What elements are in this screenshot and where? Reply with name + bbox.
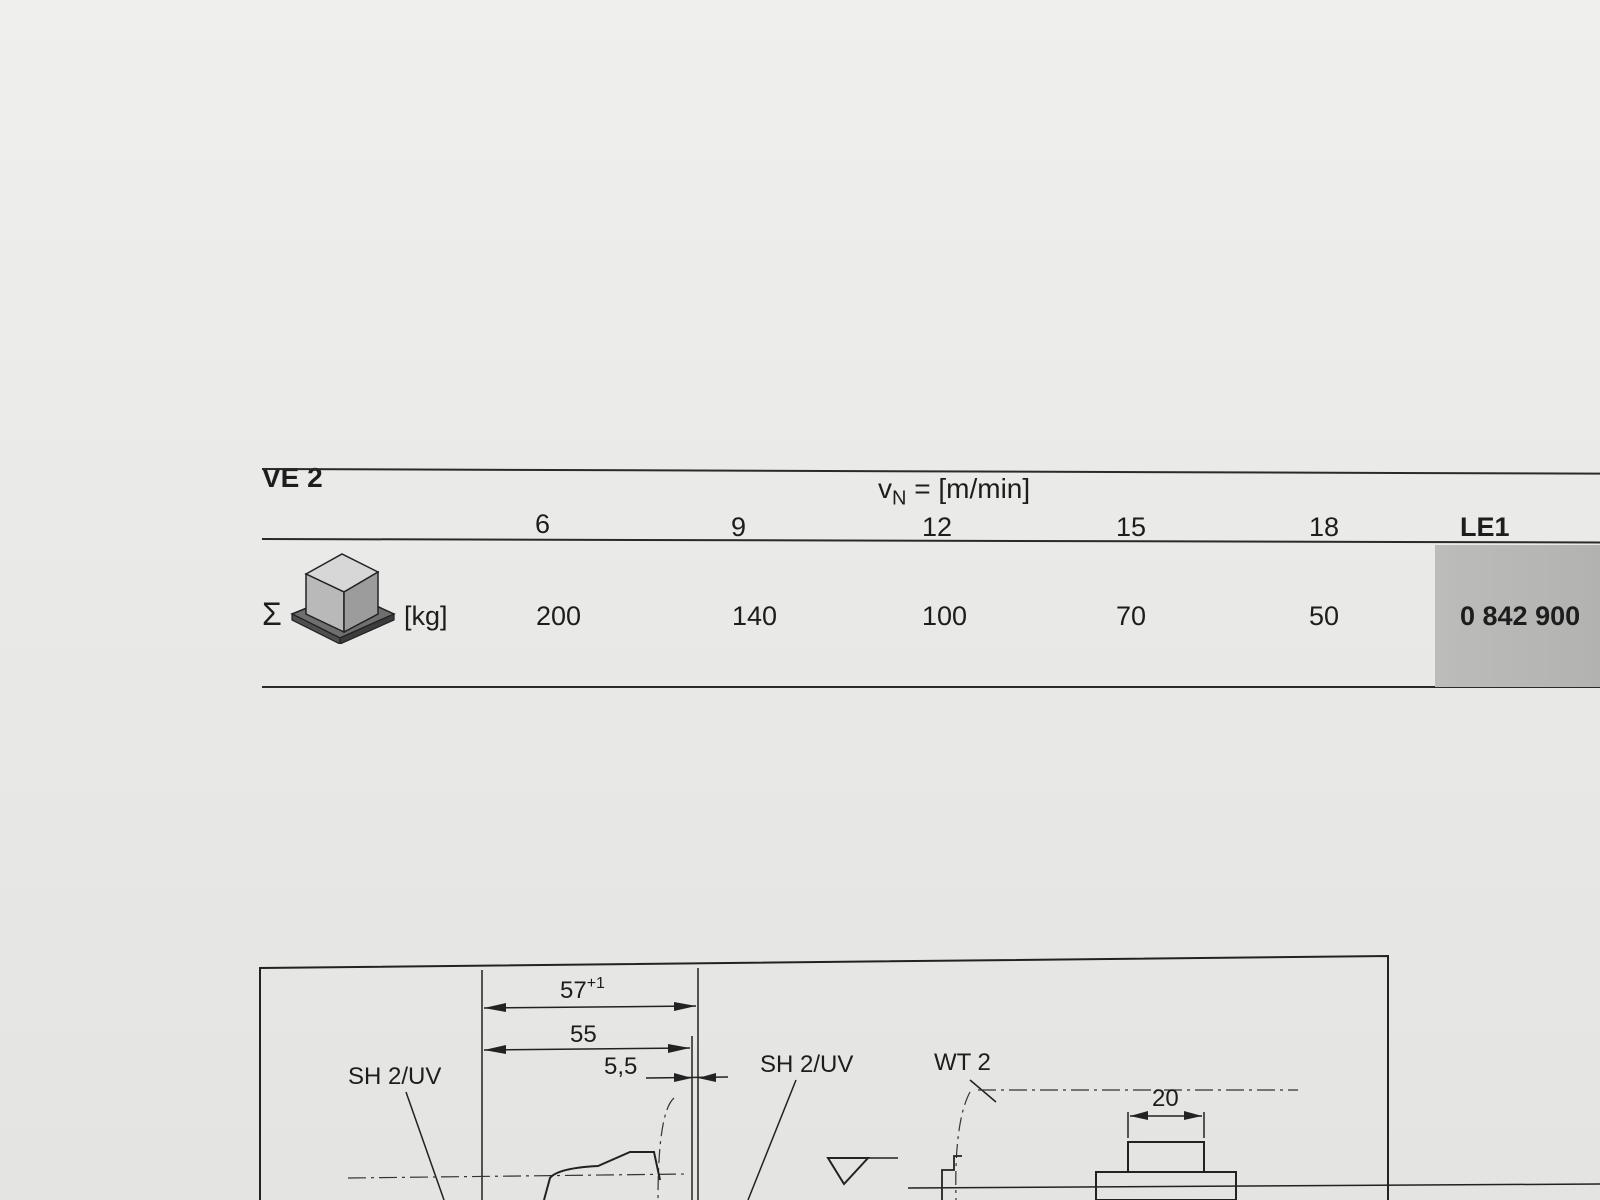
value-cell-9: 140 — [732, 601, 778, 631]
column-header-18: 18 — [1309, 512, 1340, 542]
value-cell-18: 50 — [1309, 601, 1340, 631]
weight-unit-label: [kg] — [404, 601, 448, 631]
pallet-load-cube-icon — [290, 553, 396, 644]
bleed-through-text — [1589, 72, 1600, 134]
technical-drawing: 57+1 55 5,5 SH 2/UV SH 2/UV WT 2 20 — [259, 954, 1600, 1200]
order-number-shade — [1435, 545, 1600, 687]
dim-20-label: 20 — [1152, 1085, 1179, 1112]
value-cell-6: 200 — [536, 601, 582, 631]
table-title: VE 2 — [262, 462, 323, 493]
column-header-9: 9 — [731, 512, 747, 542]
label-wt: WT 2 — [934, 1049, 991, 1076]
label-sh-left: SH 2/UV — [348, 1063, 441, 1090]
table-bottom-rule — [262, 686, 1600, 688]
value-cell-12: 100 — [922, 601, 968, 631]
speed-unit-label: vN = [m/min] — [878, 473, 1031, 510]
column-header-15: 15 — [1116, 512, 1147, 542]
dim-57-label: 57+1 — [560, 975, 605, 1004]
sigma-symbol: Σ — [262, 596, 282, 632]
column-header-12: 12 — [922, 512, 953, 542]
column-header-6: 6 — [535, 509, 551, 539]
dim-55-label: 55 — [570, 1021, 597, 1048]
dim-5-5-label: 5,5 — [604, 1053, 637, 1080]
order-number-cell: 0 842 900 — [1460, 601, 1581, 631]
label-sh-mid: SH 2/UV — [760, 1051, 853, 1078]
value-cell-15: 70 — [1116, 601, 1147, 631]
drawing-frame — [259, 954, 1389, 1200]
column-header-le1: LE1 — [1460, 512, 1510, 542]
